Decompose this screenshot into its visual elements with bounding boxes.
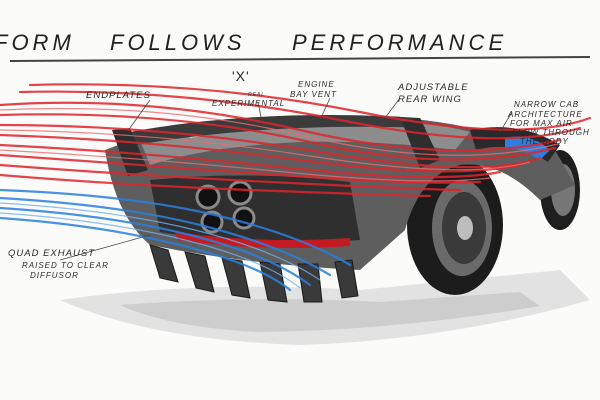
note-narrow-3: FOR MAX AIR	[510, 119, 573, 128]
note-x-mark: 'X'	[232, 68, 250, 84]
ground-shadow-inner	[120, 292, 540, 332]
note-engine-1: ENGINE	[298, 80, 335, 89]
title-word-follows: FOLLOWS	[110, 30, 246, 55]
airflow-hot-light	[0, 107, 559, 182]
note-exhaust-2: RAISED TO CLEAR	[22, 261, 109, 270]
airflow-hot	[0, 83, 592, 198]
wing-endplate-right	[402, 118, 440, 168]
note-wing-1: ADJUSTABLE	[398, 82, 469, 93]
note-narrow-1: NARROW CAB	[514, 100, 580, 109]
note-narrow-2: ARCHITECTURE	[508, 110, 583, 119]
note-x-sub: REAL	[248, 92, 266, 98]
leader-lines	[59, 97, 513, 261]
diffuser	[149, 244, 359, 303]
note-exhaust-3: DIFFUSOR	[30, 271, 79, 280]
note-exhaust-1: QUAD EXHAUST	[8, 248, 95, 259]
airflow-cool-light	[0, 202, 321, 289]
note-narrow-5: THE BODY	[520, 137, 569, 146]
canopy-blue	[505, 136, 550, 160]
note-wing-2: REAR WING	[398, 94, 462, 105]
title-word-form: FORM	[0, 30, 75, 55]
title-word-performance: PERFORMANCE	[292, 30, 508, 55]
note-engine-2: BAY VENT	[290, 90, 337, 99]
quad-exhaust	[195, 180, 256, 234]
note-narrow-4: FLOW THROUGH	[512, 128, 590, 137]
note-endplates: ENDPLATES	[86, 90, 151, 101]
airflow-cool	[0, 188, 352, 292]
note-x-label: EXPERIMENTAL	[212, 99, 286, 108]
